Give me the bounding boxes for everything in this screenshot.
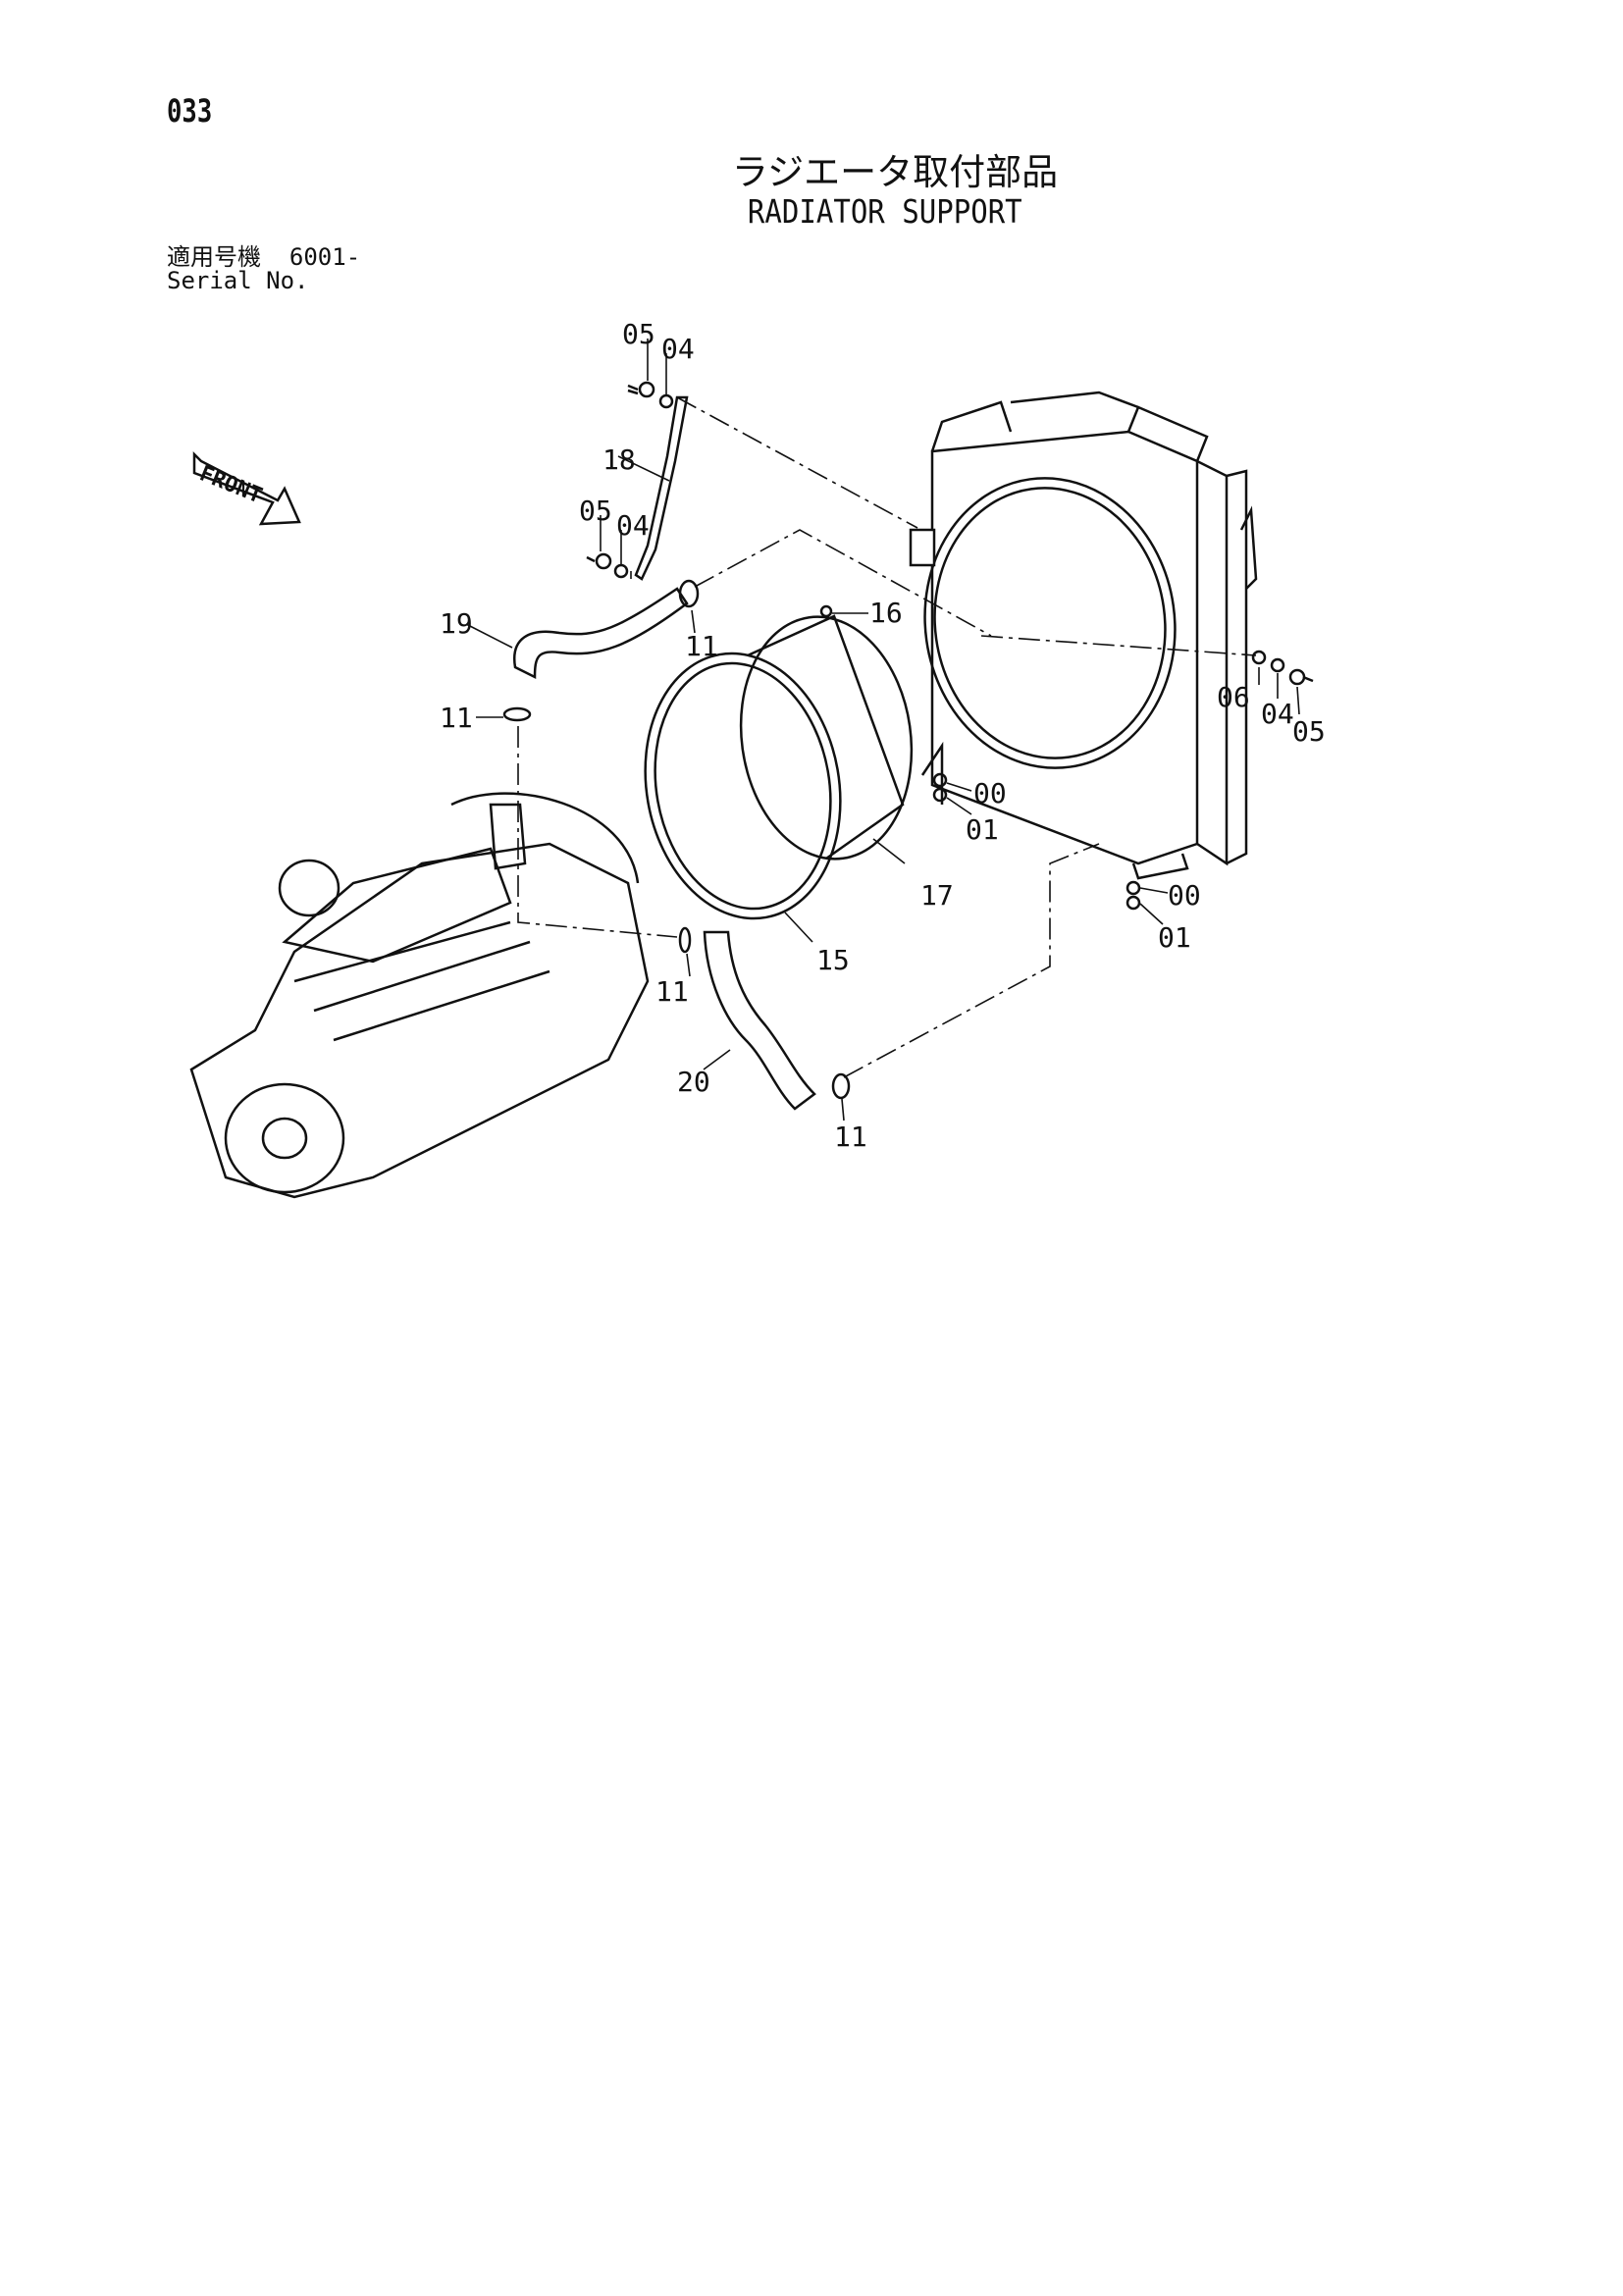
callout-label: 11	[440, 702, 473, 734]
callout-label: 16	[869, 597, 903, 629]
front-arrow-label: FRONT	[196, 461, 266, 508]
callout-label: 20	[677, 1066, 710, 1098]
callout-label: 00	[1168, 879, 1201, 912]
page-title-english: RADIATOR SUPPORT	[747, 192, 1022, 231]
callout-label: 11	[655, 975, 689, 1008]
page-title-japanese: ラジエータ取付部品	[731, 151, 1059, 193]
callout-label: 11	[685, 630, 718, 662]
callout-label: 04	[1261, 698, 1294, 730]
callout-label: 01	[1158, 921, 1191, 954]
fan-shroud	[739, 614, 914, 861]
leader-lines	[465, 339, 1300, 1122]
callout-label: 17	[920, 879, 954, 912]
callout-label: 11	[834, 1121, 867, 1153]
front-arrow-icon: FRONT	[192, 450, 301, 526]
engine-assembly	[189, 792, 650, 1199]
callout-label: 00	[973, 777, 1007, 809]
lower-hose	[703, 930, 816, 1111]
upper-hose	[512, 587, 689, 680]
serial-value: 6001-	[288, 243, 361, 271]
callout-label: 04	[661, 333, 695, 365]
callout-label: 04	[616, 509, 650, 542]
serial-info: 適用号機 6001- Serial No.	[167, 245, 360, 292]
callout-label: 05	[1292, 715, 1326, 748]
callout-label: 05	[579, 495, 612, 527]
callout-label: 01	[966, 813, 999, 846]
callout-label: 19	[440, 607, 473, 640]
serial-label-jp: 適用号機	[167, 243, 261, 271]
callout-label: 15	[816, 944, 850, 976]
routing-lines	[517, 396, 1257, 1078]
seal-ring	[644, 652, 842, 920]
serial-label-en: Serial No.	[167, 267, 309, 294]
page-number: 033	[167, 92, 213, 130]
callout-label: 05	[622, 318, 655, 350]
callout-labels: 05 04 18 05 04 19 11 11 16 06 04 05 00 0…	[440, 318, 1326, 1153]
hose-clamps	[502, 579, 851, 1100]
stay-bracket	[634, 395, 689, 581]
callout-label: 06	[1217, 681, 1250, 713]
serial-row-jp: 適用号機 6001-	[167, 245, 360, 269]
fasteners	[586, 381, 1314, 911]
callout-label: 18	[602, 444, 636, 476]
radiator-assembly	[909, 391, 1258, 880]
